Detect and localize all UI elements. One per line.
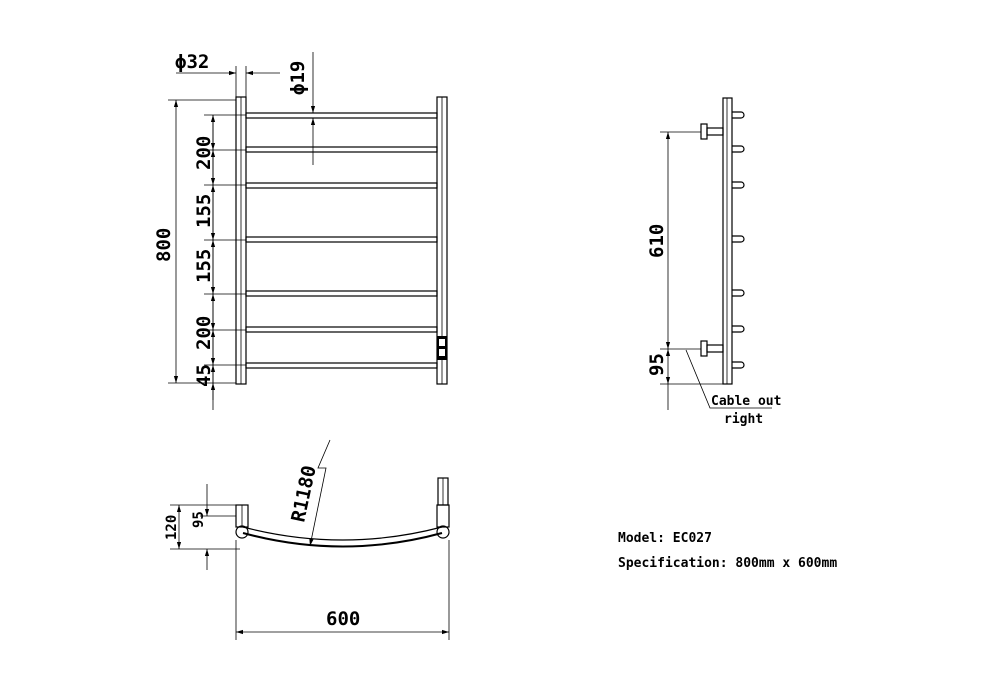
model-label: Model: EC027 bbox=[618, 531, 712, 546]
rail-diameter-label: ϕ19 bbox=[287, 61, 309, 95]
switch-box bbox=[437, 336, 447, 360]
spacing-label-2: 155 bbox=[193, 194, 215, 228]
mount-spacing-label: 610 bbox=[646, 224, 668, 258]
width-600-label: 600 bbox=[326, 608, 360, 630]
top-wall-bracket bbox=[700, 123, 724, 140]
cable-note-line1: Cable out bbox=[711, 394, 781, 409]
bottom-wall-bracket bbox=[700, 340, 724, 357]
cable-note-line2: right bbox=[724, 412, 763, 427]
radius-label: R1180 bbox=[287, 464, 320, 525]
height-800-label: 800 bbox=[153, 228, 175, 262]
spacing-label-1: 200 bbox=[193, 136, 215, 170]
depth-95-label: 95 bbox=[191, 511, 207, 528]
front-view: ϕ32 ϕ19 800 bbox=[153, 51, 448, 410]
radius-leader bbox=[309, 439, 331, 547]
specification-label: Specification: 800mm x 600mm bbox=[618, 556, 838, 571]
spacing-label-4: 200 bbox=[193, 316, 215, 350]
depth-120-label: 120 bbox=[164, 515, 180, 540]
cable-leader-line bbox=[685, 349, 772, 409]
top-view: R1180 120 95 600 bbox=[164, 439, 450, 640]
side-vertical-pipe bbox=[722, 97, 733, 385]
left-pipe-section bbox=[235, 525, 249, 539]
bottom-offset-label: 95 bbox=[646, 353, 668, 376]
side-view: 610 95 Cable out right bbox=[646, 97, 781, 427]
right-pipe-section bbox=[436, 525, 450, 539]
pipe-diameter-label: ϕ32 bbox=[175, 51, 209, 73]
horizontal-rails bbox=[245, 112, 438, 369]
side-rail-stubs bbox=[732, 111, 745, 369]
curved-rail bbox=[242, 532, 443, 548]
spacing-label-5: 45 bbox=[193, 364, 215, 387]
spacing-label-3: 155 bbox=[193, 249, 215, 283]
